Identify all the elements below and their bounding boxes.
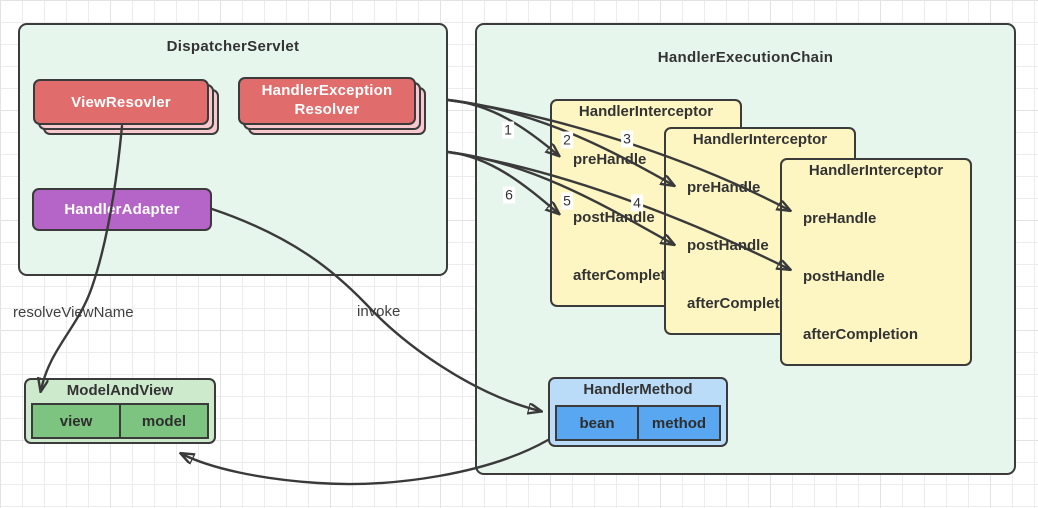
dispatcher-servlet-title: DispatcherServlet — [166, 38, 300, 55]
model-and-view-box: ModelAndView view model — [24, 378, 216, 444]
interceptor-3-posthandle: postHandle — [803, 268, 885, 285]
edge-label-invoke: invoke — [357, 303, 401, 320]
dispatcher-servlet-box: DispatcherServlet — [18, 23, 448, 276]
handler-interceptor-3: HandlerInterceptor preHandle postHandle … — [780, 158, 972, 366]
view-resolver-label: ViewResovler — [71, 93, 171, 111]
handler-interceptor-1-title: HandlerInterceptor — [578, 103, 714, 120]
interceptor-1-prehandle: preHandle — [573, 151, 647, 168]
sequence-chip-1: 1 — [502, 121, 514, 139]
sequence-chip-4: 4 — [631, 194, 643, 212]
handler-adapter-label: HandlerAdapter — [64, 201, 180, 218]
handler-exception-resolver-line1: HandlerException — [261, 82, 393, 100]
sequence-chip-6: 6 — [503, 186, 515, 204]
view-resolver-node: ViewResovler — [33, 79, 209, 125]
handler-adapter-node: HandlerAdapter — [32, 188, 212, 231]
sequence-chip-5: 5 — [561, 192, 573, 210]
model-and-view-cell-model: model — [121, 403, 209, 439]
sequence-chip-2: 2 — [561, 131, 573, 149]
handler-execution-chain-title: HandlerExecutionChain — [657, 49, 834, 66]
interceptor-2-aftercompletion: afterCompletion — [687, 295, 803, 312]
handler-exception-resolver-line2: Resolver — [294, 101, 360, 118]
interceptor-1-aftercompletion: afterCompletion — [573, 267, 689, 284]
interceptor-3-aftercompletion: afterCompletion — [803, 326, 919, 343]
handler-method-box: HandlerMethod bean method — [548, 377, 728, 447]
interceptor-1-posthandle: postHandle — [573, 209, 655, 226]
model-and-view-cells: view model — [31, 403, 209, 439]
handler-interceptor-3-title: HandlerInterceptor — [808, 162, 944, 179]
handler-exception-resolver-node: HandlerException Resolver — [238, 77, 416, 125]
handler-interceptor-2-title: HandlerInterceptor — [692, 131, 828, 148]
handler-method-cell-method: method — [639, 405, 721, 441]
model-and-view-cell-view: view — [31, 403, 121, 439]
interceptor-2-posthandle: postHandle — [687, 237, 769, 254]
interceptor-3-prehandle: preHandle — [803, 210, 877, 227]
interceptor-2-prehandle: preHandle — [687, 179, 761, 196]
handler-exception-resolver-label: HandlerException Resolver — [262, 82, 393, 120]
model-and-view-title: ModelAndView — [66, 382, 174, 399]
edge-label-resolve-view-name: resolveViewName — [13, 304, 134, 321]
handler-method-cell-bean: bean — [555, 405, 639, 441]
sequence-chip-3: 3 — [621, 130, 633, 148]
handler-method-title: HandlerMethod — [583, 381, 693, 398]
handler-method-cells: bean method — [555, 405, 721, 441]
